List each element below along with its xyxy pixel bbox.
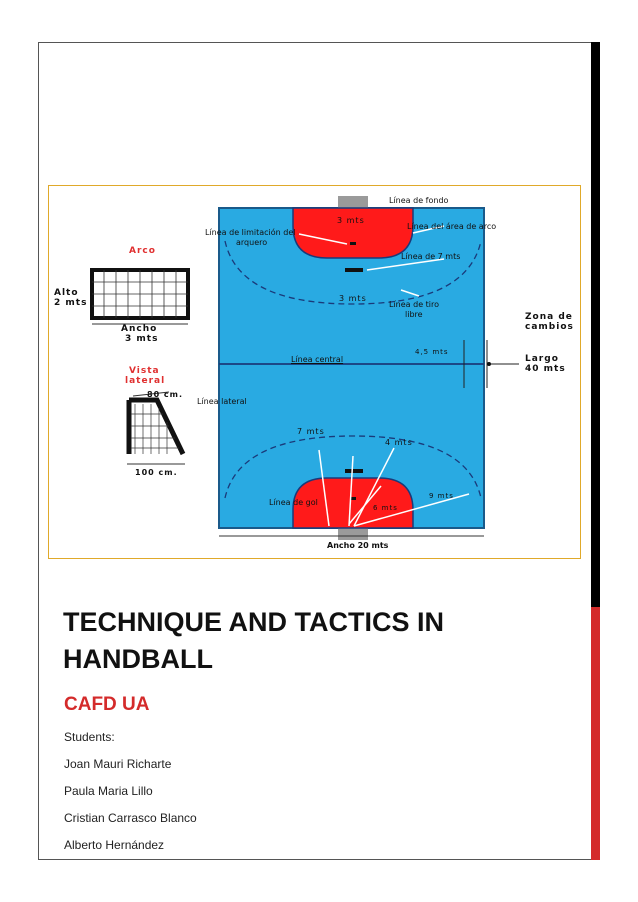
dim-4mts: 4 mts <box>385 438 413 447</box>
goal-width-label: Ancho <box>121 324 158 334</box>
goal-title: Arco <box>129 246 156 256</box>
goal-width-value: 3 mts <box>125 334 159 344</box>
end-line-label: Línea de fondo <box>389 196 449 205</box>
dim-7mts: 7 mts <box>297 427 325 436</box>
top-free-throw-line <box>224 240 482 305</box>
goal-side-view <box>126 391 186 465</box>
goal-height-label: Alto <box>54 288 79 298</box>
side-view-label: Vista <box>129 366 160 376</box>
length-value: 40 mts <box>525 364 566 374</box>
side-line-label: Línea lateral <box>197 397 247 406</box>
bottom-free-throw-line <box>224 435 482 499</box>
students-label: Students: <box>64 730 115 744</box>
side-view-base: 100 cm. <box>135 468 178 477</box>
length-label: Largo <box>525 354 559 364</box>
goal-area-line-label: Línea del área de arco <box>407 222 497 231</box>
court-diagram <box>90 196 519 540</box>
top-area-dim: 3 mts <box>337 216 365 225</box>
gk-limit-label-2: arquero <box>236 238 268 247</box>
gk-limit-label: Línea de limitación del <box>205 228 296 237</box>
student-name: Cristian Carrasco Blanco <box>64 811 197 825</box>
dim-9mts: 9 mts <box>429 492 454 500</box>
bottom-7m-mark <box>345 469 363 473</box>
seven-m-line-label: Línea de 7 mts <box>401 252 461 261</box>
top-goal <box>338 196 368 208</box>
side-view-label-2: lateral <box>125 376 166 386</box>
center-line-label: Línea central <box>291 355 344 364</box>
goal-line-label: Línea de gol <box>269 498 318 507</box>
sub-zone-label: Zona de <box>525 312 573 322</box>
student-name: Paula Maria Lillo <box>64 784 153 798</box>
dim-6mts: 6 mts <box>373 504 398 512</box>
width-label: Ancho 20 mts <box>327 541 389 550</box>
side-bar-red <box>591 607 600 860</box>
top-gk-mark <box>350 242 356 245</box>
bottom-goal <box>338 528 368 540</box>
free-throw-label: Línea de tiro <box>389 300 440 309</box>
bottom-gk-mark <box>350 497 356 500</box>
side-bar-black <box>591 42 600 607</box>
sub-zone-label-2: cambios <box>525 322 574 332</box>
top-goal-area <box>292 207 414 259</box>
top-7m-mark <box>345 268 363 272</box>
goal-front-view <box>90 268 190 325</box>
annotation-arrows <box>298 225 470 527</box>
lower-3mts-dim: 3 mts <box>339 294 367 303</box>
document-subtitle: CAFD UA <box>64 694 150 715</box>
sub-zone-dot <box>487 362 491 366</box>
student-name: Joan Mauri Richarte <box>64 757 172 771</box>
handball-court-figure: Arco Alto 2 mts Ancho 3 mts Vista latera… <box>48 185 581 559</box>
student-name: Alberto Hernández <box>64 838 165 852</box>
goal-height-value: 2 mts <box>54 298 88 308</box>
document-title: TECHNIQUE AND TACTICS IN HANDBALL <box>63 607 444 674</box>
free-throw-label-2: libre <box>405 310 423 319</box>
dim-4-5: 4,5 mts <box>415 348 449 356</box>
side-view-depth: 80 cm. <box>147 390 184 399</box>
